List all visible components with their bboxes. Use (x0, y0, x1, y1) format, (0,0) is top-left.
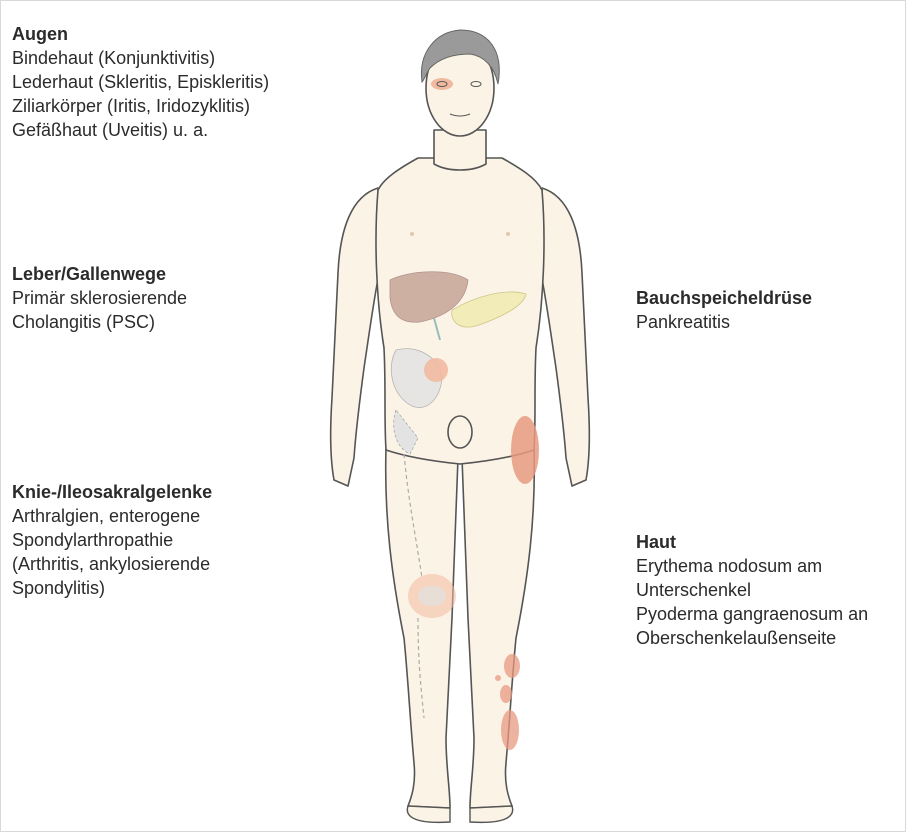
label-augen: Augen Bindehaut (Konjunktivitis) Lederha… (12, 22, 269, 142)
label-haut-line: Erythema nodosum am (636, 554, 868, 578)
left-arm (331, 188, 380, 486)
label-knie-line: (Arthritis, ankylosierende (12, 552, 212, 576)
label-knie: Knie-/Ileosakralgelenke Arthralgien, ent… (12, 480, 212, 600)
chest-detail (506, 232, 510, 236)
label-augen-line: Bindehaut (Konjunktivitis) (12, 46, 269, 70)
label-augen-line: Gefäßhaut (Uveitis) u. a. (12, 118, 269, 142)
label-bauch-title: Bauchspeicheldrüse (636, 286, 812, 310)
label-leber-title: Leber/Gallenwege (12, 262, 187, 286)
label-leber-line: Primär sklerosierende (12, 286, 187, 310)
label-leber: Leber/Gallenwege Primär sklerosierende C… (12, 262, 187, 334)
sacroiliac-highlight (424, 358, 448, 382)
left-foot (407, 806, 450, 822)
left-leg (386, 448, 458, 808)
label-haut-title: Haut (636, 530, 868, 554)
label-augen-line: Lederhaut (Skleritis, Episkleritis) (12, 70, 269, 94)
human-body-figure (300, 18, 620, 828)
eye-highlight (431, 78, 453, 90)
label-bauch: Bauchspeicheldrüse Pankreatitis (636, 286, 812, 334)
label-haut: Haut Erythema nodosum am Unterschenkel P… (636, 530, 868, 650)
label-knie-line: Spondylitis) (12, 576, 212, 600)
label-augen-line: Ziliarkörper (Iritis, Iridozyklitis) (12, 94, 269, 118)
label-haut-line: Unterschenkel (636, 578, 868, 602)
label-haut-line: Oberschenkelaußenseite (636, 626, 868, 650)
pelvis-detail (448, 416, 472, 448)
right-arm (540, 188, 589, 486)
label-augen-title: Augen (12, 22, 269, 46)
right-foot (470, 806, 513, 822)
knee-joint (418, 586, 446, 606)
label-haut-line: Pyoderma gangraenosum an (636, 602, 868, 626)
chest-detail (410, 232, 414, 236)
label-knie-line: Arthralgien, enterogene (12, 504, 212, 528)
shin-lesion (501, 710, 519, 750)
label-bauch-line: Pankreatitis (636, 310, 812, 334)
right-leg (462, 448, 534, 808)
label-knie-line: Spondylarthropathie (12, 528, 212, 552)
label-leber-line: Cholangitis (PSC) (12, 310, 187, 334)
label-knie-title: Knie-/Ileosakralgelenke (12, 480, 212, 504)
shin-lesion (500, 685, 512, 703)
thigh-lesion (511, 416, 539, 484)
shin-lesion (495, 675, 501, 681)
shin-lesion (504, 654, 520, 678)
